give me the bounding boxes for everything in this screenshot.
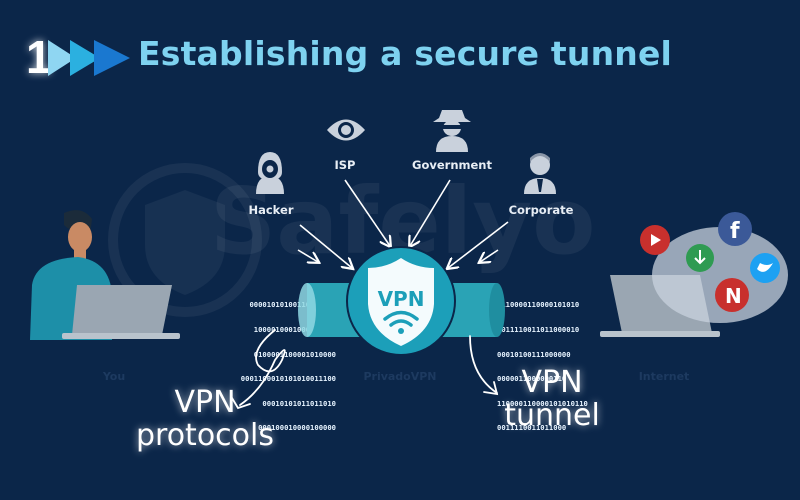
arrow-isp — [344, 179, 390, 246]
eye-icon — [327, 119, 365, 141]
binary-row: 0011110011011000010 — [497, 325, 580, 335]
arrow-hacker — [299, 224, 352, 268]
observer-label-isp: ISP — [334, 158, 356, 172]
netflix-icon — [715, 278, 749, 312]
hacker-icon — [256, 152, 284, 194]
label-you: You — [102, 370, 126, 383]
observer-label-corporate: Corporate — [508, 203, 574, 217]
arrow-small-left — [297, 249, 318, 262]
binary-row: 00001010100110110110 — [249, 300, 336, 310]
wifi-icon — [383, 310, 419, 327]
arrow-small-right — [480, 249, 499, 262]
vpn-shield-badge: VPN — [346, 246, 456, 356]
binary-row: 0011110011011000 — [497, 423, 567, 433]
svg-text:f: f — [730, 219, 740, 244]
step-number: 1 — [26, 31, 52, 83]
callout-vpn-tunnel: VPN tunnel — [487, 366, 617, 432]
svg-text:N: N — [725, 284, 742, 308]
shield-icon — [368, 258, 434, 346]
callout-line: VPN — [174, 385, 236, 420]
arrow-corporate — [448, 221, 509, 268]
callout-line: tunnel — [504, 398, 600, 433]
binary-row: 0100001100001010000 — [253, 349, 336, 359]
binary-row: 0000011000000110 — [497, 374, 567, 384]
protocols-arrow — [239, 329, 286, 406]
binary-left: 00001010100110110110 1000010001000010000… — [218, 285, 336, 441]
binary-row: 110000110000101010110 — [497, 398, 588, 408]
businessman-icon — [524, 153, 556, 194]
vpn-badge-text: VPN — [378, 287, 425, 311]
observer-label-hacker: Hacker — [248, 203, 294, 217]
page-title: Establishing a secure tunnel — [138, 34, 673, 73]
arrow-government — [410, 179, 451, 246]
facebook-icon — [718, 212, 752, 246]
cloud-icon — [652, 227, 788, 323]
observer-label-government: Government — [412, 158, 492, 172]
callout-line: VPN — [521, 365, 583, 400]
user-with-laptop-illustration — [30, 210, 180, 340]
callout-line: protocols — [135, 418, 274, 453]
callout-vpn-protocols: VPN protocols — [130, 386, 280, 452]
spy-icon — [433, 110, 471, 152]
binary-row: 0001100010101010011100 — [240, 374, 336, 384]
tunnel-arrow — [469, 335, 498, 394]
watermark-lock-icon — [108, 163, 262, 317]
binary-row: 000100010000100000 — [258, 423, 336, 433]
binary-row: 1000010001000010000 — [253, 325, 336, 335]
binary-row: 00010100111000000 — [497, 349, 571, 359]
binary-row: 0110000110000101010 — [497, 300, 580, 310]
label-privadovpn: PrivadoVPN — [363, 370, 437, 383]
step-arrows-icon — [48, 40, 130, 76]
binary-row: 00010101011011010 — [262, 398, 336, 408]
label-internet: Internet — [638, 370, 690, 383]
binary-right: 0110000110000101010 0011110011011000010 … — [497, 285, 588, 441]
internet-illustration: f N — [600, 212, 788, 337]
